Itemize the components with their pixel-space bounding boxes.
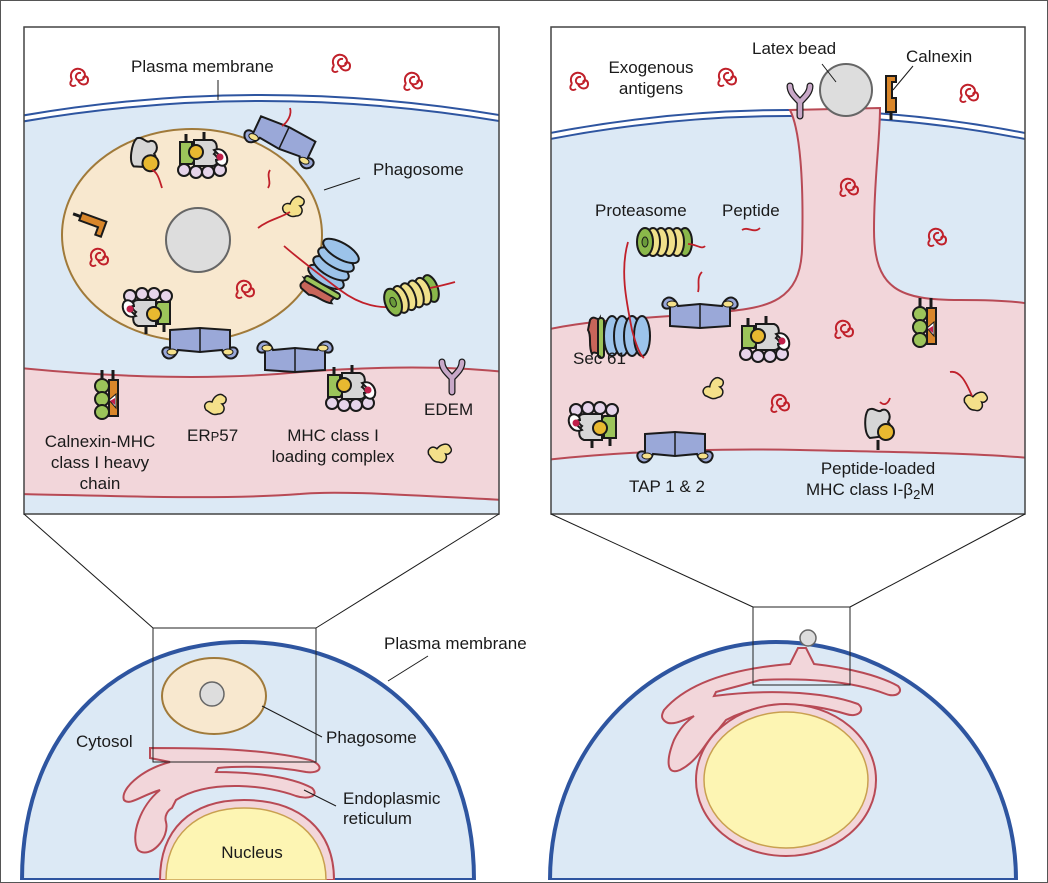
cell-bottom-left: Plasma membrane Cytosol Phagosome Endopl…	[19, 627, 527, 880]
label-er-2: reticulum	[343, 809, 412, 828]
label-tap: TAP 1 & 2	[629, 477, 705, 496]
label-cytosol: Cytosol	[76, 732, 133, 751]
latex-bead	[199, 681, 225, 707]
zoom-connectors	[23, 513, 1026, 629]
label-phagosome: Phagosome	[373, 160, 464, 179]
label-er-1: Endoplasmic	[343, 789, 441, 808]
label-peptide: Peptide	[722, 201, 780, 220]
label-calnexin-mhc-1: Calnexin-MHC	[45, 432, 156, 451]
label-phagosome: Phagosome	[326, 728, 417, 747]
label-loading-complex-1: MHC class I	[287, 426, 379, 445]
label-plasma-membrane: Plasma membrane	[384, 634, 527, 653]
calnexin	[885, 75, 897, 120]
cell-bottom-right	[547, 606, 1019, 880]
label-calnexin-mhc-3: chain	[80, 474, 121, 493]
proteasome	[636, 227, 693, 257]
calnexin	[72, 211, 108, 239]
latex-bead	[165, 207, 231, 273]
plasma-membrane	[24, 94, 499, 117]
peptide-loaded-mhc	[864, 407, 895, 441]
label-exogenous-1: Exogenous	[608, 58, 693, 77]
er-region	[24, 366, 499, 501]
label-exogenous-2: antigens	[619, 79, 683, 98]
label-plasma-membrane: Plasma membrane	[131, 57, 274, 76]
nucleus	[165, 807, 327, 880]
label-peptide-loaded-1: Peptide-loaded	[821, 459, 935, 478]
label-calnexin: Calnexin	[906, 47, 972, 66]
panel-top-right: Exogenous antigens Latex bead Calnexin P…	[550, 26, 1026, 515]
latex-bead	[819, 63, 873, 117]
label-peptide-loaded-2: MHC class I-β2M	[806, 480, 934, 502]
label-erp57: ERP57	[187, 426, 238, 445]
zoom-box	[152, 627, 317, 763]
panel-top-left: Plasma membrane Phagosome Calnexin-MHC c…	[23, 26, 500, 515]
label-nucleus: Nucleus	[221, 843, 282, 862]
label-sec61: Sec 61	[573, 349, 626, 368]
peptide	[741, 227, 761, 232]
er-region	[551, 106, 1025, 461]
label-edem: EDEM	[424, 400, 473, 419]
er	[122, 746, 321, 854]
label-proteasome: Proteasome	[595, 201, 687, 220]
zoom-box	[752, 606, 851, 686]
label-calnexin-mhc-2: class I heavy	[51, 453, 150, 472]
label-loading-complex-2: loading complex	[272, 447, 395, 466]
label-latex-bead: Latex bead	[752, 39, 836, 58]
